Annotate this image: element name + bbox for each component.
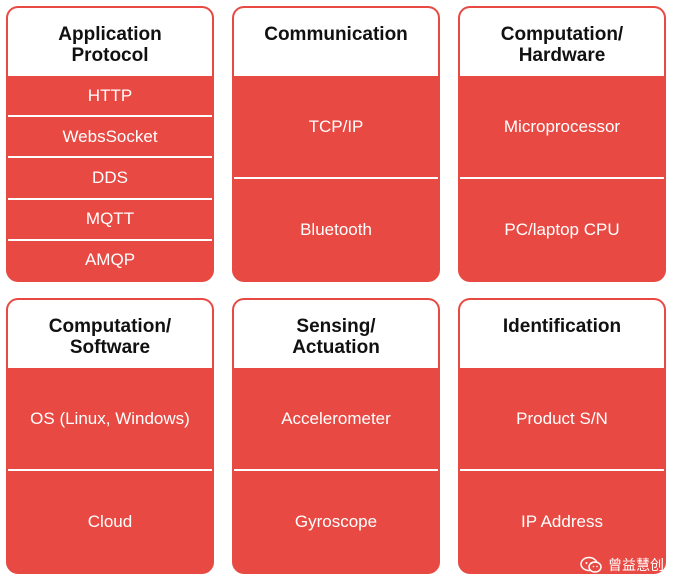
card-title: Computation/ Software — [8, 300, 212, 368]
watermark-text: 曾益慧创 — [608, 558, 664, 574]
watermark: 曾益慧创 — [580, 555, 664, 575]
card-items: Microprocessor PC/laptop CPU — [460, 76, 664, 280]
card-title: Communication — [234, 8, 438, 76]
card-items: Accelerometer Gyroscope — [234, 368, 438, 572]
item-cell: Gyroscope — [294, 511, 378, 531]
item-cell: IP Address — [521, 511, 603, 531]
card-communication: Communication TCP/IP Bluetooth — [232, 6, 440, 282]
card-title: Computation/ Hardware — [460, 8, 664, 76]
item-cell: Bluetooth — [300, 219, 372, 239]
item-cell: Cloud — [87, 511, 133, 531]
item-cell: DDS — [8, 158, 212, 200]
item-cell: MQTT — [8, 200, 212, 241]
item-cell: PC/laptop CPU — [504, 219, 620, 239]
card-identification: Identification Product S/N IP Address — [458, 298, 666, 574]
card-items: Product S/N IP Address — [460, 368, 664, 572]
card-computation-hardware: Computation/ Hardware Microprocessor PC/… — [458, 6, 666, 282]
card-items: HTTP WebsSocket DDS MQTT AMQP — [8, 76, 212, 280]
card-title: Identification — [460, 300, 664, 368]
item-cell: HTTP — [8, 76, 212, 118]
item-cell: OS (Linux, Windows) — [8, 368, 212, 471]
item-cell: Accelerometer — [234, 368, 438, 471]
item-cell: AMQP — [84, 250, 136, 270]
item-cell: WebsSocket — [8, 117, 212, 159]
card-items: TCP/IP Bluetooth — [234, 76, 438, 280]
card-title: Sensing/ Actuation — [234, 300, 438, 368]
card-computation-software: Computation/ Software OS (Linux, Windows… — [6, 298, 214, 574]
card-application-protocol: Application Protocol HTTP WebsSocket DDS… — [6, 6, 214, 282]
wechat-icon — [580, 556, 602, 573]
item-cell: Product S/N — [460, 368, 664, 471]
item-cell: Microprocessor — [460, 76, 664, 179]
item-cell: TCP/IP — [234, 76, 438, 179]
card-sensing-actuation: Sensing/ Actuation Accelerometer Gyrosco… — [232, 298, 440, 574]
card-title: Application Protocol — [8, 8, 212, 76]
card-items: OS (Linux, Windows) Cloud — [8, 368, 212, 572]
